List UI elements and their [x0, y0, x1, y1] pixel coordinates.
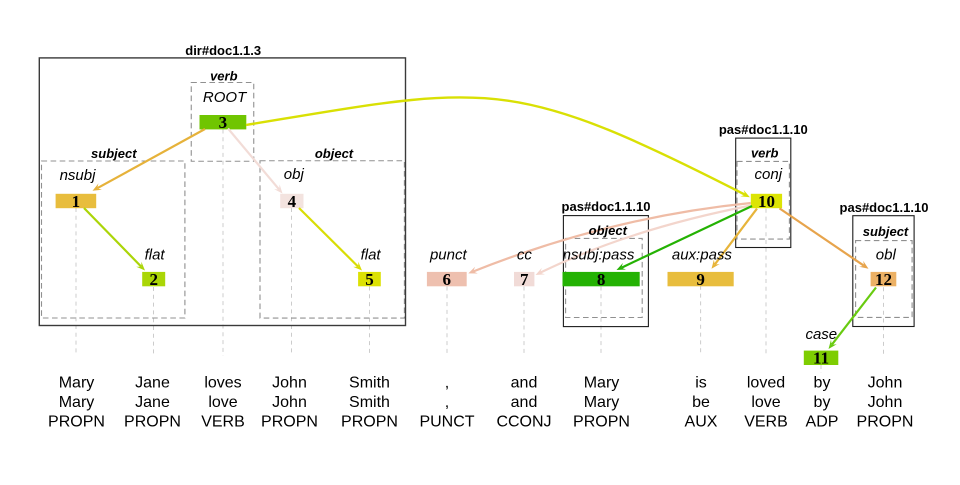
- svg-text:,: ,: [445, 375, 449, 392]
- svg-text:Smith: Smith: [349, 394, 390, 411]
- svg-text:ADP: ADP: [806, 413, 839, 430]
- svg-text:John: John: [868, 394, 903, 411]
- svg-text:12: 12: [875, 270, 892, 289]
- svg-text:John: John: [272, 375, 307, 392]
- svg-text:VERB: VERB: [744, 413, 788, 430]
- svg-text:1: 1: [72, 192, 81, 211]
- svg-text:subject: subject: [863, 224, 909, 239]
- svg-text:PROPN: PROPN: [573, 413, 630, 430]
- svg-text:flat: flat: [361, 246, 382, 263]
- svg-text:by: by: [814, 394, 831, 411]
- svg-text:obj: obj: [284, 166, 305, 183]
- svg-text:3: 3: [219, 113, 228, 132]
- svg-text:Mary: Mary: [584, 375, 620, 392]
- svg-text:Smith: Smith: [349, 375, 390, 392]
- svg-text:punct: punct: [429, 246, 468, 263]
- svg-text:PUNCT: PUNCT: [419, 413, 474, 430]
- svg-text:pas#doc1.1.10: pas#doc1.1.10: [562, 199, 651, 214]
- svg-text:loved: loved: [747, 375, 785, 392]
- svg-text:and: and: [511, 375, 538, 392]
- svg-text:John: John: [272, 394, 307, 411]
- svg-text:pas#doc1.1.10: pas#doc1.1.10: [840, 200, 929, 215]
- svg-text:,: ,: [445, 394, 449, 411]
- svg-text:10: 10: [758, 192, 775, 211]
- svg-text:AUX: AUX: [685, 413, 718, 430]
- svg-text:be: be: [692, 394, 710, 411]
- svg-text:aux:pass: aux:pass: [672, 246, 733, 263]
- svg-text:9: 9: [696, 270, 705, 289]
- svg-text:verb: verb: [751, 146, 779, 161]
- svg-text:love: love: [751, 394, 780, 411]
- svg-text:ROOT: ROOT: [203, 89, 248, 106]
- svg-text:verb: verb: [210, 69, 238, 84]
- svg-text:obl: obl: [876, 246, 897, 263]
- svg-text:8: 8: [597, 270, 606, 289]
- svg-text:flat: flat: [145, 246, 166, 263]
- svg-text:is: is: [695, 375, 707, 392]
- svg-text:PROPN: PROPN: [857, 413, 914, 430]
- svg-text:subject: subject: [91, 146, 137, 161]
- svg-text:object: object: [589, 223, 628, 238]
- svg-text:6: 6: [443, 270, 452, 289]
- svg-text:love: love: [208, 394, 237, 411]
- svg-text:7: 7: [520, 270, 529, 289]
- svg-text:case: case: [805, 326, 837, 343]
- svg-text:nsubj:pass: nsubj:pass: [563, 246, 635, 263]
- svg-text:Jane: Jane: [135, 375, 170, 392]
- svg-text:nsubj: nsubj: [60, 167, 97, 184]
- svg-text:PROPN: PROPN: [48, 413, 105, 430]
- svg-text:object: object: [315, 146, 354, 161]
- svg-text:dir#doc1.1.3: dir#doc1.1.3: [185, 43, 261, 58]
- svg-text:PROPN: PROPN: [261, 413, 318, 430]
- svg-text:loves: loves: [204, 375, 241, 392]
- svg-text:Mary: Mary: [59, 375, 95, 392]
- svg-text:pas#doc1.1.10: pas#doc1.1.10: [719, 122, 808, 137]
- svg-text:PROPN: PROPN: [124, 413, 181, 430]
- svg-text:5: 5: [365, 270, 374, 289]
- svg-text:VERB: VERB: [201, 413, 245, 430]
- svg-text:Jane: Jane: [135, 394, 170, 411]
- svg-text:CCONJ: CCONJ: [496, 413, 551, 430]
- svg-text:2: 2: [149, 270, 158, 289]
- svg-text:by: by: [814, 375, 831, 392]
- svg-text:John: John: [868, 375, 903, 392]
- svg-text:4: 4: [288, 192, 297, 211]
- svg-text:11: 11: [813, 349, 829, 368]
- svg-text:conj: conj: [755, 166, 783, 183]
- svg-text:Mary: Mary: [584, 394, 620, 411]
- svg-text:Mary: Mary: [59, 394, 95, 411]
- svg-text:PROPN: PROPN: [341, 413, 398, 430]
- svg-text:cc: cc: [517, 246, 533, 263]
- svg-text:and: and: [511, 394, 538, 411]
